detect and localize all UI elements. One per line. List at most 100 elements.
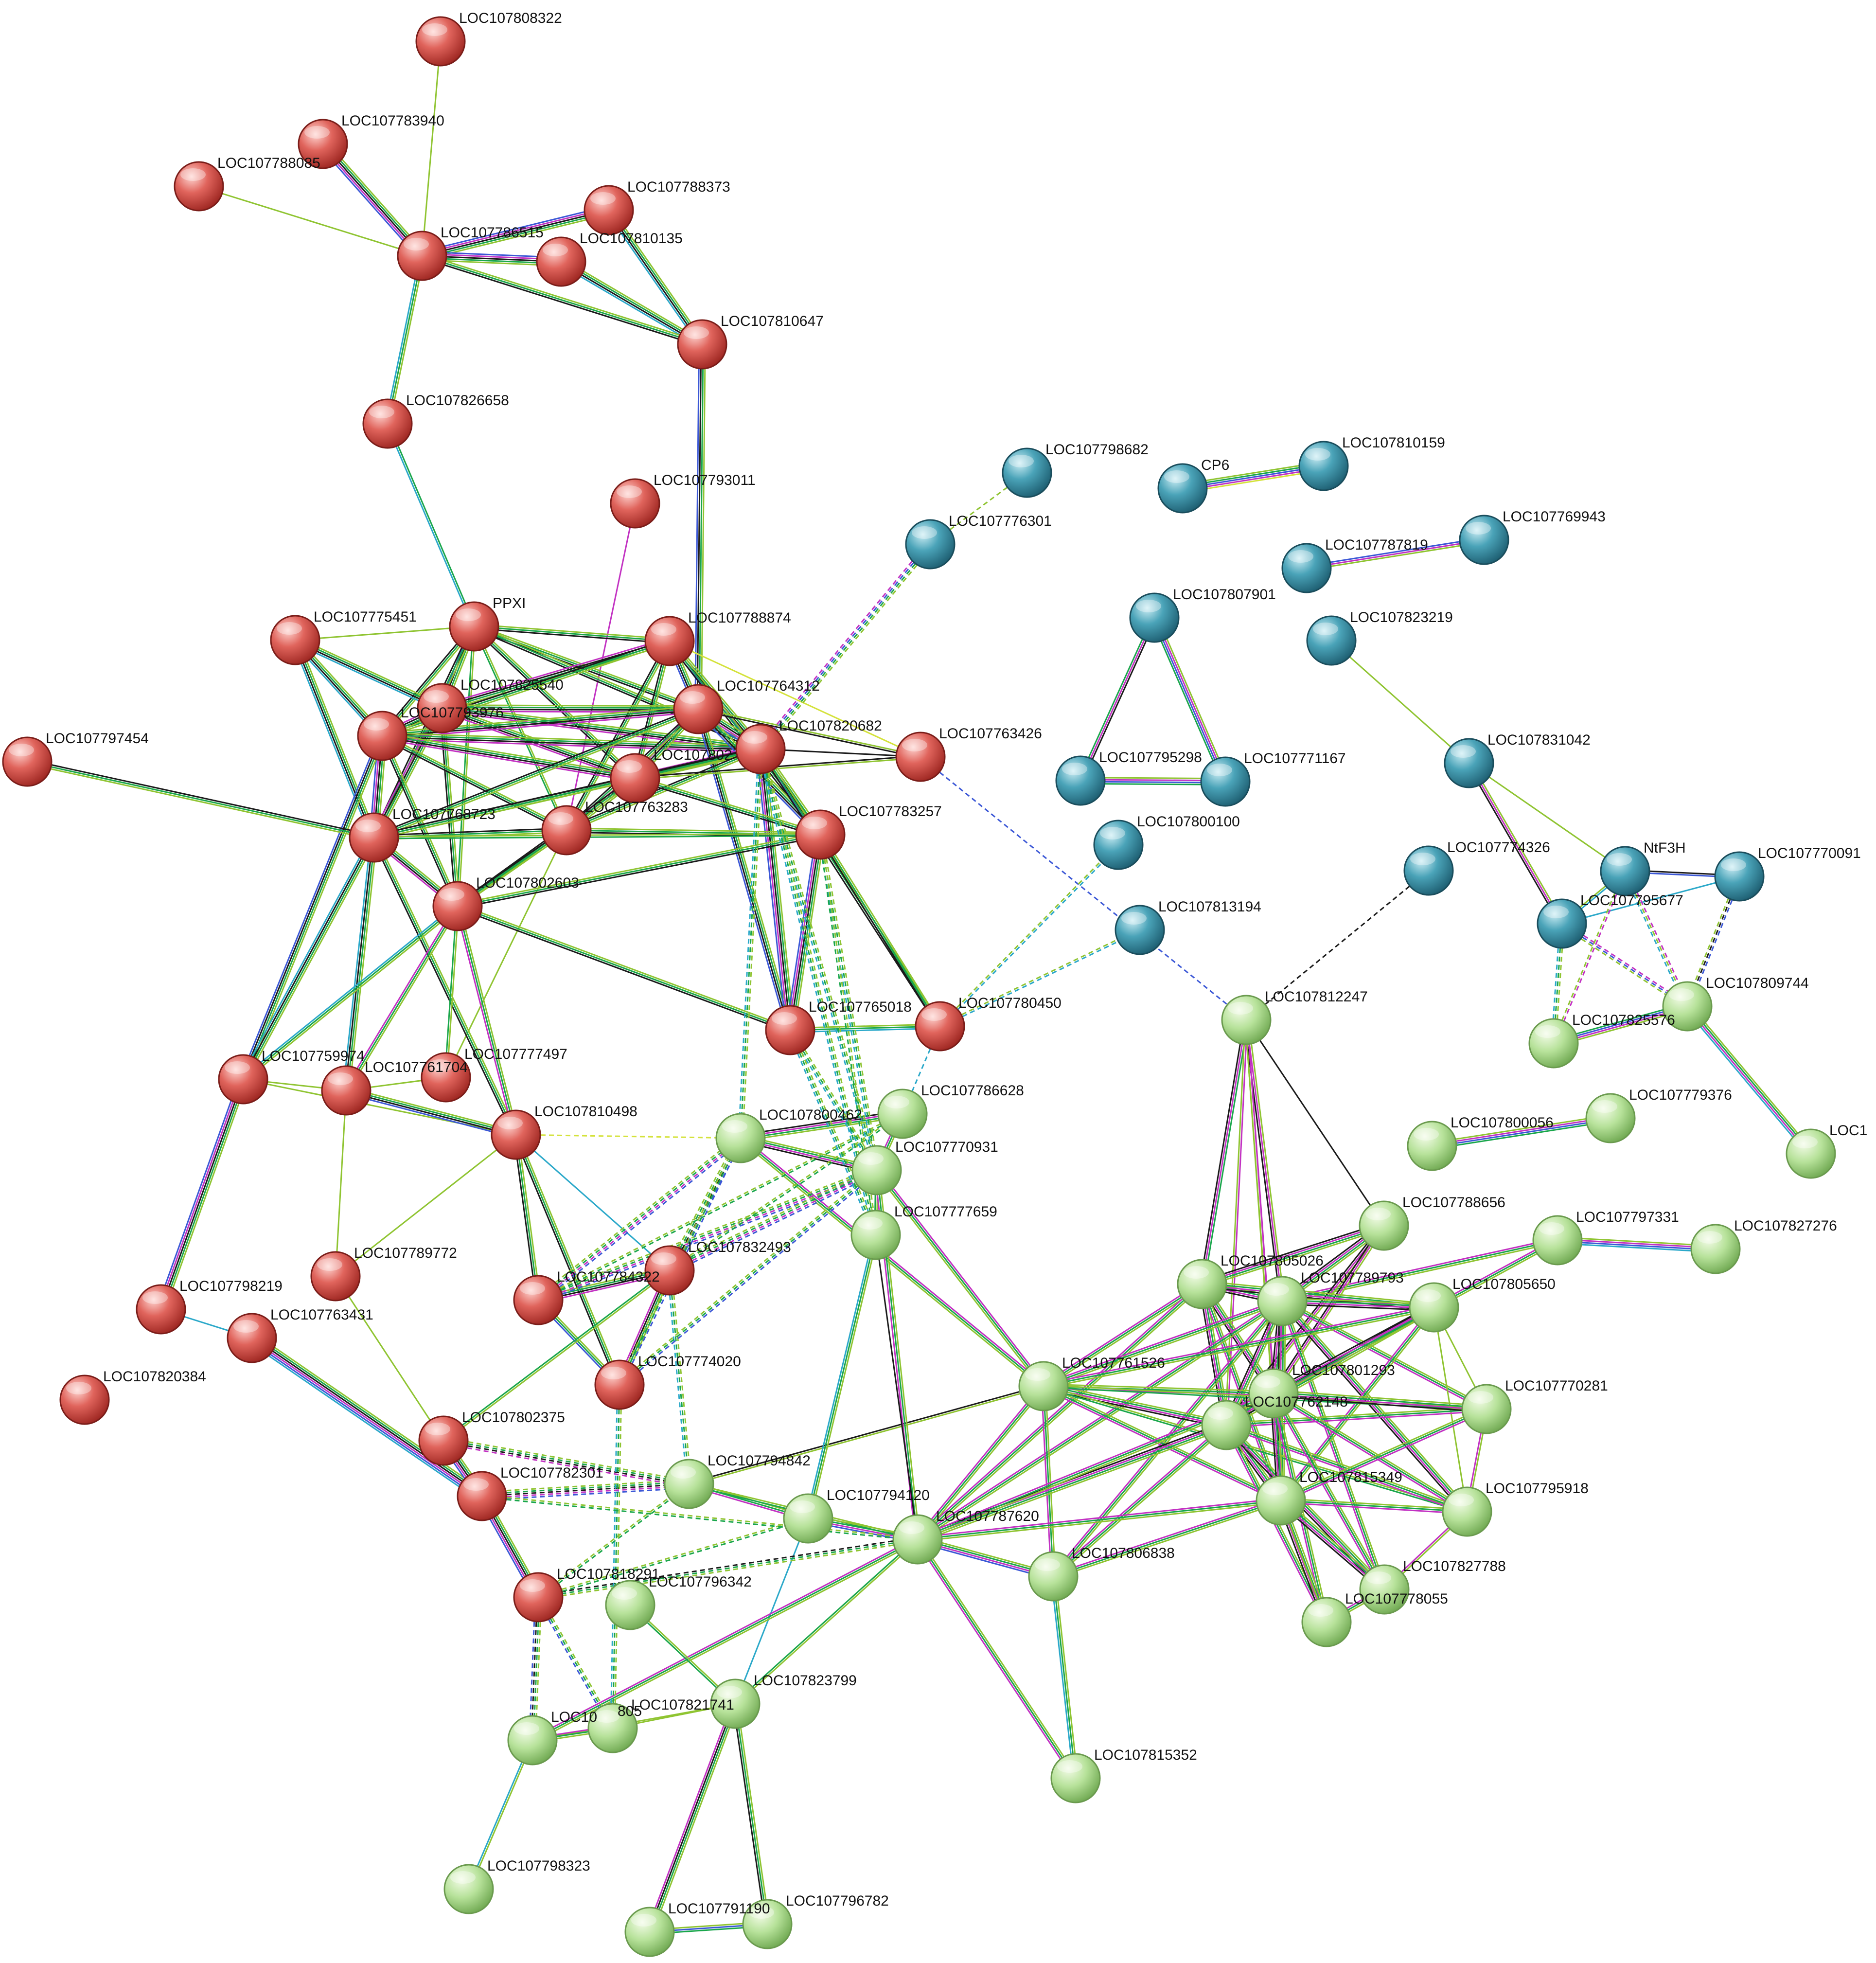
node-circle[interactable] bbox=[2, 736, 53, 787]
node-circle[interactable] bbox=[270, 615, 320, 665]
node-circle[interactable] bbox=[715, 1113, 766, 1163]
node-circle[interactable] bbox=[1714, 851, 1765, 902]
node-circle[interactable] bbox=[417, 683, 467, 733]
node-LOC10781805[interactable] bbox=[507, 1715, 558, 1766]
node-LOC107759974[interactable] bbox=[218, 1054, 268, 1105]
node-circle[interactable] bbox=[310, 1251, 361, 1302]
node-circle[interactable] bbox=[362, 398, 413, 449]
node-LOC107763283[interactable] bbox=[541, 805, 592, 856]
node-circle[interactable] bbox=[1403, 845, 1454, 896]
node-circle[interactable] bbox=[1528, 1018, 1579, 1069]
node-LOC107774326[interactable] bbox=[1403, 845, 1454, 896]
node-circle[interactable] bbox=[1461, 1384, 1512, 1434]
node-LOC1_edge[interactable] bbox=[1786, 1128, 1836, 1179]
node-circle[interactable] bbox=[664, 1459, 714, 1509]
node-LOC107795918[interactable] bbox=[1442, 1486, 1492, 1537]
node-LOC107823219[interactable] bbox=[1306, 615, 1357, 666]
node-circle[interactable] bbox=[443, 1864, 494, 1914]
node-LOC107815349[interactable] bbox=[1256, 1475, 1306, 1526]
node-LOC107813194[interactable] bbox=[1115, 905, 1165, 955]
node-circle[interactable] bbox=[1157, 463, 1208, 514]
node-LOC107796782[interactable] bbox=[742, 1899, 793, 1949]
node-circle[interactable] bbox=[421, 1052, 471, 1103]
node-circle[interactable] bbox=[605, 1580, 655, 1630]
node-LOC107782301[interactable] bbox=[457, 1471, 507, 1521]
node-circle[interactable] bbox=[850, 1210, 901, 1260]
node-LOC107797331[interactable] bbox=[1532, 1215, 1583, 1266]
node-circle[interactable] bbox=[610, 478, 660, 529]
node-circle[interactable] bbox=[742, 1899, 793, 1949]
node-circle[interactable] bbox=[1298, 441, 1349, 491]
node-circle[interactable] bbox=[418, 1415, 469, 1466]
node-circle[interactable] bbox=[587, 1703, 638, 1753]
node-circle[interactable] bbox=[491, 1109, 541, 1160]
node-LOC107774020[interactable] bbox=[594, 1359, 645, 1410]
node-circle[interactable] bbox=[1028, 1551, 1079, 1602]
node-circle[interactable] bbox=[1177, 1259, 1227, 1309]
node-circle[interactable] bbox=[397, 231, 447, 281]
node-circle[interactable] bbox=[1532, 1215, 1583, 1266]
node-LOC107770281[interactable] bbox=[1461, 1384, 1512, 1434]
node-LOC107788656[interactable] bbox=[1359, 1200, 1409, 1251]
node-circle[interactable] bbox=[1093, 820, 1144, 870]
node-LOC107761704[interactable] bbox=[321, 1065, 372, 1116]
node-circle[interactable] bbox=[735, 724, 786, 774]
node-circle[interactable] bbox=[457, 1471, 507, 1521]
node-circle[interactable] bbox=[513, 1275, 564, 1325]
node-circle[interactable] bbox=[1444, 738, 1494, 788]
node-LOC107786515[interactable] bbox=[397, 231, 447, 281]
node-LOC107818291[interactable] bbox=[513, 1572, 564, 1623]
node-LOC107832493[interactable] bbox=[644, 1245, 695, 1296]
node-circle[interactable] bbox=[905, 519, 956, 570]
node-circle[interactable] bbox=[218, 1054, 268, 1105]
node-circle[interactable] bbox=[610, 753, 660, 803]
node-circle[interactable] bbox=[851, 1145, 902, 1196]
node-circle[interactable] bbox=[1359, 1564, 1410, 1615]
node-circle[interactable] bbox=[1281, 543, 1332, 593]
node-circle[interactable] bbox=[415, 16, 466, 67]
node-LOC107775451[interactable] bbox=[270, 615, 320, 665]
node-LOC107795298[interactable] bbox=[1055, 755, 1106, 806]
node-circle[interactable] bbox=[513, 1572, 564, 1623]
node-circle[interactable] bbox=[1115, 905, 1165, 955]
node-circle[interactable] bbox=[644, 616, 695, 666]
node-circle[interactable] bbox=[357, 711, 407, 761]
node-CP6[interactable] bbox=[1157, 463, 1208, 514]
node-circle[interactable] bbox=[174, 161, 224, 212]
node-LOC107769943[interactable] bbox=[1459, 515, 1509, 565]
node-circle[interactable] bbox=[877, 1089, 928, 1139]
node-LOC107788373[interactable] bbox=[584, 185, 634, 235]
node-LOC107777497[interactable] bbox=[421, 1052, 471, 1103]
node-circle[interactable] bbox=[227, 1313, 277, 1363]
node-LOC107764312[interactable] bbox=[673, 684, 724, 734]
node-circle[interactable] bbox=[1537, 898, 1587, 949]
node-LOC107787620[interactable] bbox=[892, 1514, 943, 1565]
node-LOC107789793[interactable] bbox=[1257, 1276, 1308, 1326]
node-circle[interactable] bbox=[1359, 1200, 1409, 1251]
node-circle[interactable] bbox=[1055, 755, 1106, 806]
node-LOC107798323[interactable] bbox=[443, 1864, 494, 1914]
node-LOC107831042[interactable] bbox=[1444, 738, 1494, 788]
node-circle[interactable] bbox=[1050, 1753, 1101, 1803]
node-LOC107820384[interactable] bbox=[59, 1374, 110, 1425]
node-LOC107784322[interactable] bbox=[513, 1275, 564, 1325]
node-LOC107798682[interactable] bbox=[1002, 447, 1052, 498]
node-circle[interactable] bbox=[644, 1245, 695, 1296]
node-LOC107768723[interactable] bbox=[349, 812, 399, 863]
node-LOC107763426[interactable] bbox=[895, 732, 946, 782]
node-circle[interactable] bbox=[584, 185, 634, 235]
node-LOC107770091[interactable] bbox=[1714, 851, 1765, 902]
node-PPXI[interactable] bbox=[449, 601, 499, 652]
node-LOC107796342[interactable] bbox=[605, 1580, 655, 1630]
node-circle[interactable] bbox=[677, 319, 727, 370]
node-LOC107802[interactable] bbox=[610, 753, 660, 803]
node-LOC107788085[interactable] bbox=[174, 161, 224, 212]
node-circle[interactable] bbox=[1786, 1128, 1836, 1179]
node-circle[interactable] bbox=[1407, 1121, 1457, 1171]
node-LOC107809744[interactable] bbox=[1662, 981, 1713, 1032]
node-LOC107763431[interactable] bbox=[227, 1313, 277, 1363]
node-LOC107806838[interactable] bbox=[1028, 1551, 1079, 1602]
node-LOC107793976[interactable] bbox=[357, 711, 407, 761]
node-LOC107777659[interactable] bbox=[850, 1210, 901, 1260]
node-circle[interactable] bbox=[1221, 995, 1272, 1045]
